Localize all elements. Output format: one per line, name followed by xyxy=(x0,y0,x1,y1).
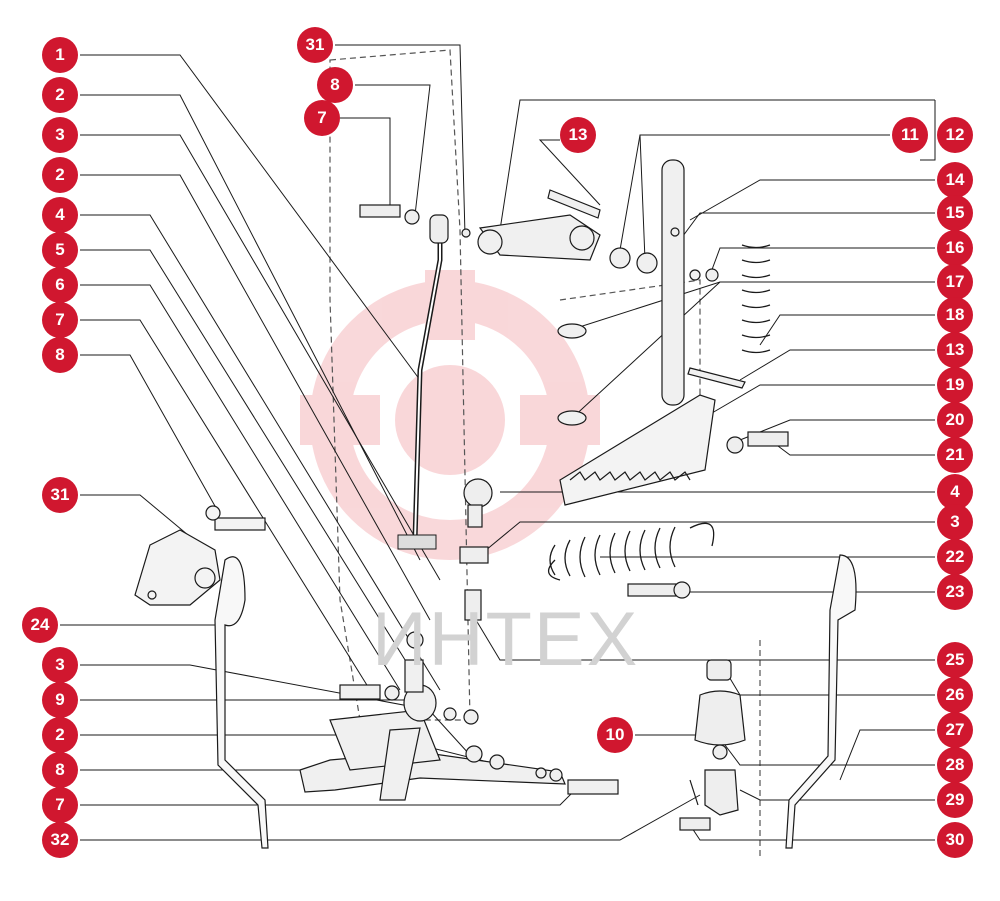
callout-2: 2 xyxy=(42,77,78,113)
lever-shaft-assembly xyxy=(477,159,746,426)
callout-15: 15 xyxy=(937,195,973,231)
callout-32: 32 xyxy=(42,822,78,858)
callout-13: 13 xyxy=(560,117,596,153)
callout-10: 10 xyxy=(597,717,633,753)
callout-31: 31 xyxy=(297,27,333,63)
callout-3: 3 xyxy=(42,647,78,683)
vertical-spring xyxy=(741,244,771,354)
callout-22: 22 xyxy=(937,539,973,575)
callout-12: 12 xyxy=(937,117,973,153)
callout-20: 20 xyxy=(937,402,973,438)
side-bolt xyxy=(726,431,789,454)
callout-14: 14 xyxy=(937,162,973,198)
callout-9: 9 xyxy=(42,682,78,718)
left-long-rod xyxy=(214,556,269,849)
horizontal-spring xyxy=(548,522,715,581)
callout-29: 29 xyxy=(937,782,973,818)
callout-21: 21 xyxy=(937,437,973,473)
right-long-rod xyxy=(785,554,857,849)
callout-8: 8 xyxy=(42,337,78,373)
bolt-23-shape xyxy=(627,581,691,599)
callout-23: 23 xyxy=(937,574,973,610)
callout-7: 7 xyxy=(304,100,340,136)
callout-2: 2 xyxy=(42,717,78,753)
callout-25: 25 xyxy=(937,642,973,678)
callout-7: 7 xyxy=(42,787,78,823)
fork-assembly xyxy=(679,659,746,831)
callout-31: 31 xyxy=(42,477,78,513)
left-bracket xyxy=(134,505,266,606)
callout-11: 11 xyxy=(892,117,928,153)
callout-7: 7 xyxy=(42,302,78,338)
callout-30: 30 xyxy=(937,822,973,858)
callout-1: 1 xyxy=(42,37,78,73)
callout-3: 3 xyxy=(937,504,973,540)
callout-26: 26 xyxy=(937,677,973,713)
watermark-gear-logo xyxy=(300,270,600,560)
top-bolt-group xyxy=(359,204,471,238)
vertical-rod xyxy=(397,214,449,550)
callout-4: 4 xyxy=(937,474,973,510)
callout-13: 13 xyxy=(937,332,973,368)
callout-4: 4 xyxy=(42,197,78,233)
callout-28: 28 xyxy=(937,747,973,783)
callout-27: 27 xyxy=(937,712,973,748)
callout-2: 2 xyxy=(42,157,78,193)
callout-16: 16 xyxy=(937,230,973,266)
callout-5: 5 xyxy=(42,232,78,268)
callout-3: 3 xyxy=(42,117,78,153)
callout-17: 17 xyxy=(937,264,973,300)
callout-8: 8 xyxy=(42,752,78,788)
pedal-assembly xyxy=(299,631,619,801)
watermark-text: ИНТЕХ xyxy=(372,597,640,682)
callout-8: 8 xyxy=(317,67,353,103)
callout-18: 18 xyxy=(937,297,973,333)
callout-24: 24 xyxy=(22,607,58,643)
callout-19: 19 xyxy=(937,367,973,403)
callout-6: 6 xyxy=(42,267,78,303)
toothed-rack xyxy=(559,394,716,506)
eye-bolt xyxy=(459,478,493,621)
